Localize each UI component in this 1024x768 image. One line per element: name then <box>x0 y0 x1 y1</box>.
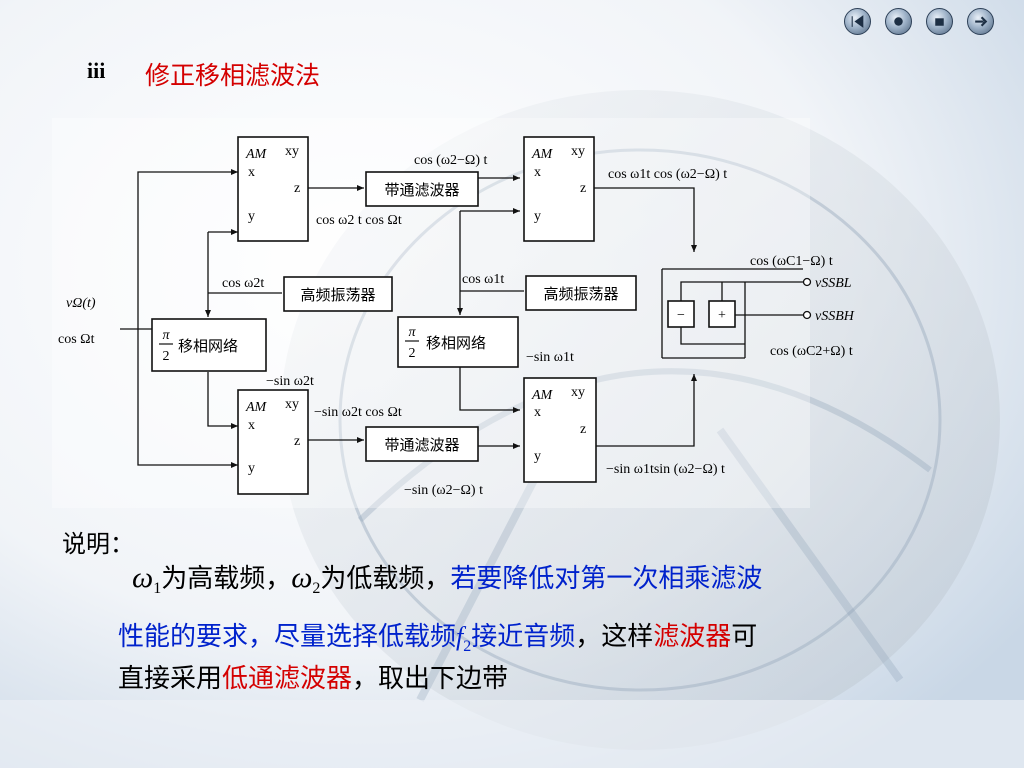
multiplier-2-label: AM <box>531 147 554 162</box>
multiplier-1-label: AM <box>245 147 268 162</box>
port-x: x <box>534 165 541 180</box>
next-page-icon <box>975 16 988 27</box>
freq-f-symbol: f <box>456 622 464 651</box>
omega-subscript-1: 1 <box>153 580 162 598</box>
next-page-button[interactable] <box>967 8 994 35</box>
port-x: x <box>534 405 541 420</box>
omega-subscript-2: 2 <box>312 580 321 598</box>
bandpass-filter-bottom-label: 带通滤波器 <box>384 437 459 454</box>
signal-bottom-product: −sin ω1tsin (ω2−Ω) t <box>606 462 725 477</box>
bandpass-filter-bottom: 带通滤波器 <box>365 426 479 462</box>
signal-top-multiplier-output: cos ω2 t cos Ωt <box>316 213 402 228</box>
note-heading: 说明： <box>62 532 134 558</box>
section-number: iii <box>87 58 106 83</box>
port-x: x <box>248 418 255 433</box>
omega-symbol: ω <box>132 561 154 594</box>
signal-bottom-filter-output: −sin (ω2−Ω) t <box>404 483 483 498</box>
freq-subscript-2: 2 <box>463 638 472 656</box>
port-y: y <box>248 209 255 224</box>
port-z: z <box>294 181 300 196</box>
signal-neg-sin-w1: −sin ω1t <box>526 350 574 365</box>
note-line3-a: 直接采用 <box>118 664 223 693</box>
previous-page-button[interactable] <box>885 8 912 35</box>
note-line2-b: 接近音频 <box>471 622 576 651</box>
port-xy: xy <box>571 144 585 159</box>
phase-shift-label: 移相网络 <box>178 338 238 355</box>
note-line2-a: 性能的要求，尽量选择低载频 <box>118 622 457 651</box>
multiplier-2: AM xy x z y <box>523 136 595 242</box>
note-line2-c: ，这样 <box>575 622 654 651</box>
subtractor: − <box>667 300 695 328</box>
first-page-icon <box>851 15 864 28</box>
note-line-3: 直接采用低通滤波器，取出下边带 <box>118 658 508 695</box>
oscillator-w1-label: 高频振荡器 <box>543 286 618 303</box>
wires <box>120 169 812 468</box>
home-button[interactable] <box>926 8 953 35</box>
port-xy: xy <box>571 385 585 400</box>
output-ssbh: vSSBH <box>815 309 855 324</box>
signal-c1: cos (ωC1−Ω) t <box>750 254 833 269</box>
two-symbol: 2 <box>409 346 416 361</box>
signal-neg-sin-w2: −sin ω2t <box>266 374 314 389</box>
home-icon <box>935 18 944 26</box>
signal-bottom-multiplier-output: −sin ω2t cos Ωt <box>314 405 402 420</box>
signal-top-filter-output: cos (ω2−Ω) t <box>414 153 488 168</box>
minus-sign: − <box>677 308 685 323</box>
note-line2-d: 滤波器 <box>653 622 732 651</box>
plus-sign: + <box>718 308 726 323</box>
phase-shift-network-1: π 2 移相网络 <box>151 318 267 372</box>
note-line3-b: 低通滤波器 <box>222 664 353 693</box>
omega-symbol-2: ω <box>291 561 313 594</box>
signal-top-product: cos ω1t cos (ω2−Ω) t <box>608 167 727 182</box>
multiplier-4: AM xy x z y <box>523 377 597 483</box>
port-x: x <box>248 165 255 180</box>
input-expression: cos Ωt <box>58 332 95 347</box>
note-line1-b: 为低载频， <box>320 564 451 593</box>
port-xy: xy <box>285 144 299 159</box>
port-y: y <box>534 449 541 464</box>
port-xy: xy <box>285 397 299 412</box>
oscillator-w2-label: 高频振荡器 <box>300 287 375 304</box>
section-title: 修正移相滤波法 <box>145 63 321 90</box>
pi-symbol: π <box>408 325 416 340</box>
multiplier-3: AM xy x z y <box>237 389 309 495</box>
note-line-2: 性能的要求，尽量选择低载频f2接近音频，这样滤波器可 <box>118 616 757 656</box>
phase-shift-label: 移相网络 <box>426 335 486 352</box>
note-line1-a: 为高载频， <box>161 564 292 593</box>
note-line3-c: ，取出下边带 <box>352 664 509 693</box>
adder: + <box>708 300 736 328</box>
oscillator-w1: 高频振荡器 <box>525 275 637 311</box>
signal-cos-w1: cos ω1t <box>462 272 504 287</box>
bandpass-filter-top: 带通滤波器 <box>365 171 479 207</box>
note-line2-e: 可 <box>731 622 758 651</box>
note-line1-c: 若要降低对第一次相乘滤波 <box>450 564 763 593</box>
port-z: z <box>580 422 586 437</box>
multiplier-4-label: AM <box>531 388 554 403</box>
oscillator-w2: 高频振荡器 <box>283 276 393 312</box>
phase-shift-network-2: π 2 移相网络 <box>397 316 519 368</box>
port-z: z <box>294 434 300 449</box>
bandpass-filter-top-label: 带通滤波器 <box>384 182 459 199</box>
first-page-button[interactable] <box>844 8 871 35</box>
port-y: y <box>534 209 541 224</box>
port-y: y <box>248 461 255 476</box>
pi-symbol: π <box>162 328 170 343</box>
port-z: z <box>580 181 586 196</box>
signal-labels: vΩ(t) cos Ωt cos (ω2−Ω) t cos ω1t cos (ω… <box>58 153 855 498</box>
signal-c2: cos (ωC2+Ω) t <box>770 344 853 359</box>
note-line-1: ω1为高载频，ω2为低载频，若要降低对第一次相乘滤波 <box>132 558 762 598</box>
two-symbol: 2 <box>163 349 170 364</box>
multiplier-1: AM xy x z y <box>237 136 309 242</box>
input-signal-label: vΩ(t) <box>66 296 96 311</box>
multiplier-3-label: AM <box>245 400 268 415</box>
signal-cos-w2: cos ω2t <box>222 276 264 291</box>
output-ssbl: vSSBL <box>815 276 852 291</box>
previous-page-icon <box>894 17 903 26</box>
